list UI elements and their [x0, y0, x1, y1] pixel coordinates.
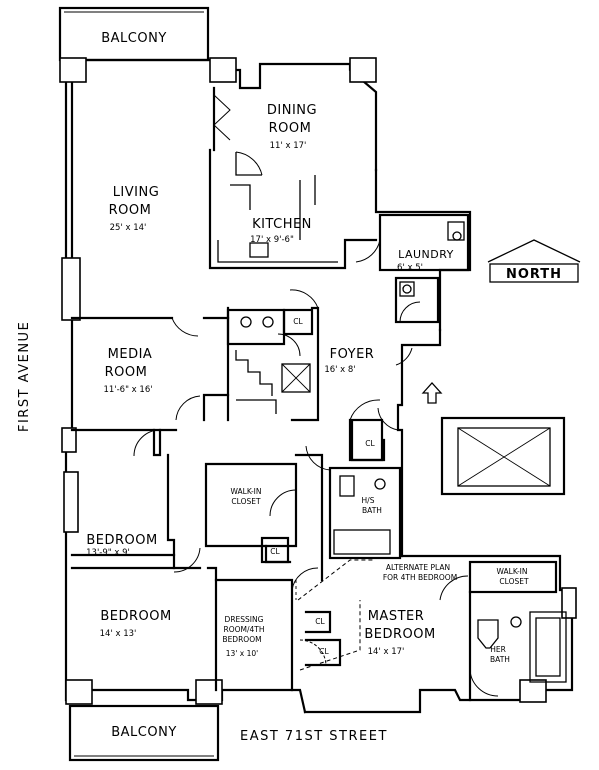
- balcony-bottom: [68, 704, 220, 762]
- foyer-dim: 16' x 8': [324, 365, 355, 375]
- dressing-room-label-3: BEDROOM: [222, 635, 261, 644]
- living-room-dim: 25' x 14': [110, 223, 147, 233]
- kitchen-dim: 17' x 9'-6": [250, 235, 294, 245]
- dining-room-label-2: ROOM: [269, 121, 312, 136]
- street-first-avenue: FIRST AVENUE: [17, 321, 32, 432]
- master-bedroom-label-1: MASTER: [368, 609, 425, 624]
- media-room-dim: 11'-6" x 16': [103, 385, 152, 395]
- alternate-plan-label-2: FOR 4TH BEDROOM: [383, 573, 457, 582]
- balcony-bottom-label: BALCONY: [111, 725, 177, 740]
- alternate-plan-label-1: ALTERNATE PLAN: [386, 563, 450, 572]
- laundry-label: LAUNDRY: [398, 248, 454, 261]
- closet-label-master-2: CL: [319, 647, 329, 656]
- street-east-71st: EAST 71ST STREET: [240, 729, 388, 744]
- walk-in-closet-2-label-1: WALK-IN: [497, 567, 528, 576]
- dressing-room-label-1: DRESSING: [225, 615, 264, 624]
- dressing-room-label-2: ROOM/4TH: [223, 625, 264, 634]
- media-room-label-1: MEDIA: [108, 347, 153, 362]
- walk-in-closet-1-label-2: CLOSET: [231, 497, 261, 506]
- living-room-label-1: LIVING: [113, 185, 160, 200]
- hs-bath-label-1: H/S: [362, 496, 375, 505]
- walk-in-closet-1-label-1: WALK-IN: [231, 487, 262, 496]
- closet-label-hall: CL: [270, 547, 280, 556]
- interior-walls: [70, 86, 567, 702]
- dining-room-label-1: DINING: [267, 103, 317, 118]
- master-bedroom-dim: 14' x 17': [368, 647, 405, 657]
- media-room-label-2: ROOM: [105, 365, 148, 380]
- walk-in-closet-2-label-2: CLOSET: [499, 577, 529, 586]
- structural-columns: [59, 57, 577, 705]
- foyer-label: FOYER: [330, 347, 375, 362]
- dining-room-dim: 11' x 17': [270, 141, 307, 151]
- her-bath-label-2: BATH: [490, 655, 510, 664]
- closet-label-powder: CL: [293, 317, 303, 326]
- balcony-top-label: BALCONY: [101, 31, 167, 46]
- entry-arrow-icon: [421, 382, 443, 404]
- living-room-label-2: ROOM: [109, 203, 152, 218]
- hs-bath-label-2: BATH: [362, 506, 382, 515]
- closet-label-master-1: CL: [315, 617, 325, 626]
- compass-label: NORTH: [506, 267, 562, 282]
- master-bedroom-label-2: BEDROOM: [364, 627, 435, 642]
- her-bath-label-1: HER: [490, 645, 506, 654]
- bedroom-upper-label: BEDROOM: [86, 533, 157, 548]
- north-arrow-icon: NORTH: [487, 239, 581, 283]
- laundry-dim: 6' x 5': [397, 263, 423, 273]
- bedroom-lower-dim: 14' x 13': [100, 629, 137, 639]
- closet-label-foyer: CL: [365, 439, 375, 448]
- bedroom-lower-label: BEDROOM: [100, 609, 171, 624]
- bedroom-upper-dim: 13'-9" x 9': [86, 548, 130, 558]
- kitchen-label: KITCHEN: [252, 217, 312, 232]
- dressing-room-dim: 13' x 10': [226, 649, 258, 658]
